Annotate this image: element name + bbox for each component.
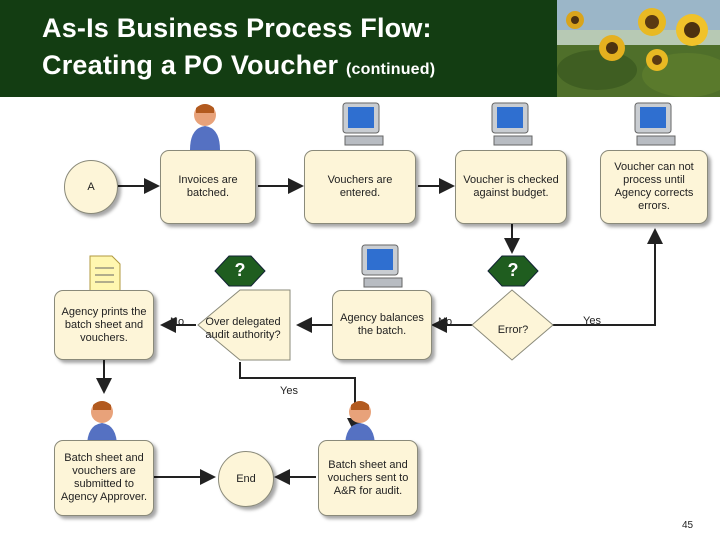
title-line-1: As-Is Business Process Flow: (42, 13, 432, 43)
end-node: End (218, 451, 274, 507)
person-icon-1 (190, 104, 220, 150)
edge-label-yes-2: Yes (583, 315, 601, 327)
edge-label-no-1: No (170, 316, 185, 328)
decision-1-box (197, 289, 291, 361)
voucher-checked-box: Voucher is checked against budget. (455, 150, 567, 224)
over-delegated-text: Over delegated audit authority? (205, 316, 281, 341)
decision-2-box (471, 289, 554, 361)
computer-icon-4 (361, 244, 403, 288)
arrow-q1-yes (239, 362, 363, 434)
edge-label-no-2: No (438, 316, 453, 328)
title-line-2: Creating a PO Voucher (continued) (42, 47, 435, 88)
title-suffix: (continued) (345, 61, 436, 78)
arrow-error-yes (545, 228, 663, 326)
submitted-to-approver-box: Batch sheet and vouchers are submitted t… (54, 440, 154, 516)
vouchers-entered-box: Vouchers are entered. (304, 150, 416, 224)
decision-1-label: ? (234, 260, 246, 280)
page-number: 45 (682, 520, 694, 531)
computer-icon-1 (342, 102, 384, 146)
title-banner: As-Is Business Process Flow: Creating a … (0, 0, 557, 97)
agency-prints-box: Agency prints the batch sheet and vouche… (54, 290, 154, 360)
connector-a: A (64, 160, 118, 214)
edge-label-yes-1: Yes (280, 385, 298, 397)
agency-balances-box: Agency balances the batch. (332, 290, 432, 360)
decision-2-label: ? (507, 260, 519, 280)
decision-2-shape (487, 255, 539, 287)
sunflower-photo (557, 0, 720, 97)
error-text: Error? (497, 324, 529, 336)
voucher-cannot-process-box: Voucher can not process until Agency cor… (600, 150, 708, 224)
decision-1-shape (214, 255, 266, 287)
sent-to-ar-box: Batch sheet and vouchers sent to A&R for… (318, 440, 418, 516)
sunflower-image (557, 0, 720, 97)
invoices-batched-box: Invoices are batched. (160, 150, 256, 224)
computer-icon-3 (634, 102, 676, 146)
document-icon (89, 255, 121, 297)
page-title: As-Is Business Process Flow: Creating a … (42, 10, 435, 88)
title-main: Creating a PO Voucher (42, 50, 339, 80)
computer-icon-2 (491, 102, 533, 146)
